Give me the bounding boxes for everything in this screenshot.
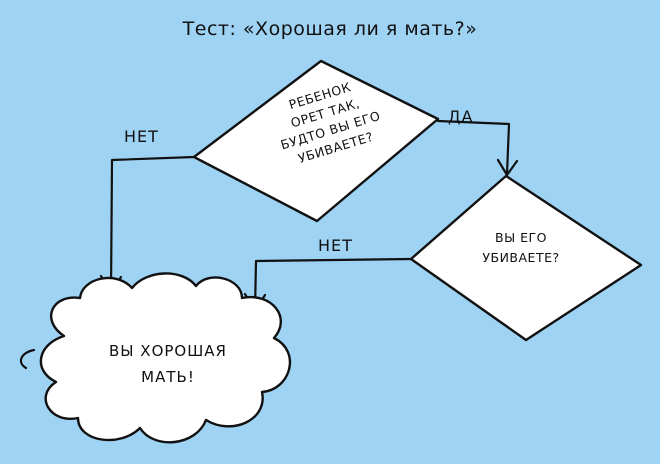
- question-2-line: ВЫ ЕГО: [495, 230, 547, 245]
- edge-label-q1-no: НЕТ: [124, 127, 159, 146]
- answer-line: ВЫ ХОРОШАЯ: [109, 342, 227, 360]
- question-2-line: УБИВАЕТЕ?: [482, 250, 560, 265]
- answer-cloud: [39, 272, 292, 444]
- connector-q1-no: [109, 155, 196, 294]
- edge-label-q1-yes: ДА: [448, 107, 474, 126]
- connector-q2-no: [253, 257, 413, 312]
- edge-label-q2-no: НЕТ: [318, 236, 353, 255]
- arrowhead-q1-yes: [496, 158, 519, 177]
- connector-q1-yes: [436, 119, 511, 176]
- diagram-title: Тест: «Хорошая ли я мать?»: [182, 18, 478, 40]
- answer-line: МАТЬ!: [141, 368, 195, 386]
- decision-diamond-2: [409, 174, 643, 342]
- cloud-tail: [19, 348, 36, 370]
- decision-diamond-1: [192, 59, 440, 223]
- question-2-text: ВЫ ЕГО УБИВАЕТЕ?: [456, 228, 586, 268]
- answer-text: ВЫ ХОРОШАЯ МАТЬ!: [58, 338, 278, 390]
